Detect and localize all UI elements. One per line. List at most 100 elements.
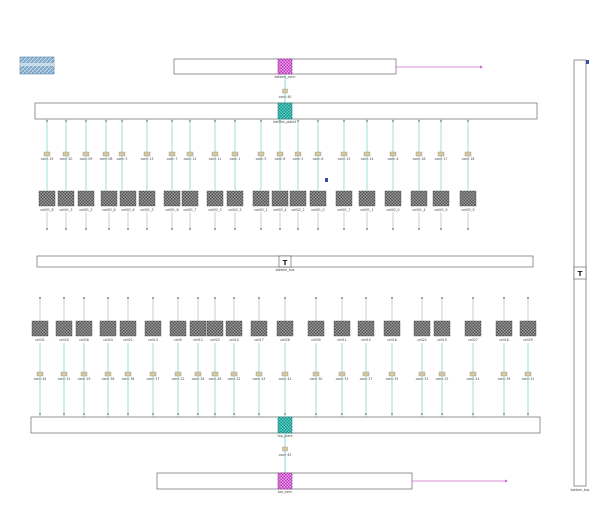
lower-connector[interactable]: conn 44 bbox=[34, 343, 47, 417]
lower-connector[interactable]: conn 29 bbox=[78, 343, 91, 417]
upper-cell[interactable]: cell02_4 bbox=[271, 190, 289, 230]
upper-connector[interactable]: conn 16 bbox=[413, 119, 426, 190]
upper-cell[interactable]: cell02_9 bbox=[459, 190, 477, 230]
upper-cell[interactable]: cell01_9 bbox=[432, 190, 450, 230]
bus-upper[interactable]: bottom_plate1 bbox=[34, 102, 538, 124]
upper-connector[interactable]: conn 09 bbox=[80, 119, 93, 190]
upper-cell[interactable]: cell02_1 bbox=[252, 190, 270, 230]
upper-cell[interactable]: cell01_4 bbox=[410, 190, 428, 230]
upper-cell[interactable]: cell02_0 bbox=[384, 190, 402, 230]
upper-connector[interactable]: conn 11 bbox=[209, 119, 222, 190]
bus-lower[interactable]: top_plate bbox=[30, 416, 541, 438]
lower-connector[interactable]: conn 39 bbox=[498, 343, 511, 417]
upper-connector[interactable]: conn 6 bbox=[313, 119, 324, 190]
upper-cell[interactable]: cell02_5 bbox=[226, 190, 244, 230]
upper-connector[interactable]: conn 17 bbox=[435, 119, 448, 190]
lower-cell[interactable]: cell31 bbox=[31, 297, 49, 342]
bus-right-label: bottom_bus bbox=[571, 488, 590, 492]
upper-cell[interactable]: cell02_6 bbox=[119, 190, 137, 230]
lower-cell[interactable]: cell19 bbox=[433, 297, 451, 342]
lower-cell-label: cell9 bbox=[174, 338, 182, 342]
upper-cell[interactable]: cell01_3 bbox=[138, 190, 156, 230]
lower-cell[interactable]: cell26 bbox=[75, 297, 93, 342]
lower-cell[interactable]: cell12 bbox=[189, 297, 207, 342]
upper-cell[interactable]: cell01_1 bbox=[358, 190, 376, 230]
lower-connector[interactable]: conn 37 bbox=[147, 343, 160, 417]
lower-connector[interactable]: conn 32 bbox=[228, 343, 241, 417]
bus-right[interactable]: T bottom_bus bbox=[571, 59, 590, 492]
upper-cell[interactable]: cell02_3 bbox=[206, 190, 224, 230]
lower-cell[interactable]: cell28 bbox=[276, 297, 294, 342]
lower-connector[interactable]: conn 31 bbox=[58, 343, 71, 417]
lower-cell[interactable]: cell24 bbox=[99, 297, 117, 342]
upper-cell[interactable]: cell02_8 bbox=[100, 190, 118, 230]
upper-connector[interactable]: conn 20 bbox=[60, 119, 73, 190]
upper-cell[interactable]: cell01_5 bbox=[57, 190, 75, 230]
upper-cell[interactable]: cell01_0 bbox=[309, 190, 327, 230]
lower-cell[interactable]: cell13 bbox=[144, 297, 162, 342]
upper-connector[interactable]: conn 4 bbox=[388, 119, 399, 190]
lower-cell[interactable]: cell29 bbox=[519, 297, 537, 342]
upper-cell[interactable]: cell01_8 bbox=[38, 190, 56, 230]
lower-cell-label: cell15 bbox=[361, 338, 371, 342]
lower-connector[interactable]: conn 30 bbox=[310, 343, 323, 417]
upper-connector[interactable]: conn 8 bbox=[275, 119, 286, 190]
upper-connector[interactable]: conn 12 bbox=[184, 119, 197, 190]
bus-middle[interactable]: T bottom_bus bbox=[36, 255, 534, 272]
lower-connector[interactable]: conn 35 bbox=[386, 343, 399, 417]
upper-connector[interactable]: conn 14 bbox=[361, 119, 374, 190]
upper-cell[interactable]: cell01_7 bbox=[335, 190, 353, 230]
lower-cell[interactable]: cell20 bbox=[55, 297, 73, 342]
lower-cell[interactable]: cell16 bbox=[383, 297, 401, 342]
lower-cell[interactable]: cell27 bbox=[464, 297, 482, 342]
upper-connector[interactable]: conn 1 bbox=[230, 119, 241, 190]
lower-connector[interactable]: conn 33 bbox=[336, 343, 349, 417]
upper-connector-label: conn 6 bbox=[313, 157, 324, 161]
upper-cell-label: cell01_6 bbox=[165, 208, 178, 212]
lower-connector[interactable]: conn 26 bbox=[209, 343, 222, 417]
upper-connector[interactable]: conn 19 bbox=[41, 119, 54, 190]
bus-bottom[interactable]: top_conn bbox=[156, 472, 508, 494]
lower-connector-label: conn 44 bbox=[34, 377, 47, 381]
lower-connector[interactable]: conn 28 bbox=[192, 343, 205, 417]
lower-connector-label: conn 22 bbox=[172, 377, 185, 381]
lower-connector[interactable]: conn 43 bbox=[253, 343, 266, 417]
lower-cell-label: cell24 bbox=[103, 338, 113, 342]
lower-cell[interactable]: cell30 bbox=[307, 297, 325, 342]
lower-connector[interactable]: conn 42 bbox=[279, 343, 292, 417]
upper-cell[interactable]: cell02_2 bbox=[289, 190, 307, 230]
lower-cell[interactable]: cell10 bbox=[225, 297, 243, 342]
upper-cell[interactable]: cell01_7 bbox=[181, 190, 199, 230]
lower-connector[interactable]: conn 38 bbox=[122, 343, 135, 417]
upper-connector[interactable]: conn 08 bbox=[100, 119, 113, 190]
lower-cell[interactable]: cell18 bbox=[495, 297, 513, 342]
upper-cell[interactable]: cell01_6 bbox=[163, 190, 181, 230]
bus-top[interactable]: bottom_conn bbox=[173, 58, 483, 79]
lower-cell[interactable]: cell17 bbox=[250, 297, 268, 342]
lower-connector-label: conn 38 bbox=[122, 377, 135, 381]
lower-cell[interactable]: cell22 bbox=[413, 297, 431, 342]
upper-connector[interactable]: conn 5 bbox=[256, 119, 267, 190]
lower-connector[interactable]: conn 36 bbox=[102, 343, 115, 417]
lower-cell[interactable]: cell11 bbox=[333, 297, 351, 342]
upper-connector-label: conn 13 bbox=[141, 157, 154, 161]
lower-cell[interactable]: cell21 bbox=[119, 297, 137, 342]
lower-cell[interactable]: cell25 bbox=[206, 297, 224, 342]
upper-connector[interactable]: conn 13 bbox=[141, 119, 154, 190]
upper-connector[interactable]: conn 2 bbox=[293, 119, 304, 190]
upper-connector[interactable]: conn 18 bbox=[462, 119, 475, 190]
upper-connector-label: conn 8 bbox=[275, 157, 286, 161]
upper-cell[interactable]: cell01_2 bbox=[77, 190, 95, 230]
lower-cell[interactable]: cell15 bbox=[357, 297, 375, 342]
lower-connector[interactable]: conn 23 bbox=[416, 343, 429, 417]
upper-cell-label: cell02_2 bbox=[291, 208, 304, 212]
upper-connector[interactable]: conn 15 bbox=[338, 119, 351, 190]
lower-connector[interactable]: conn 22 bbox=[172, 343, 185, 417]
upper-connector[interactable]: conn 3 bbox=[117, 119, 128, 190]
lower-connector[interactable]: conn 25 bbox=[436, 343, 449, 417]
lower-connector[interactable]: conn 24 bbox=[467, 343, 480, 417]
upper-connector[interactable]: conn 7 bbox=[167, 119, 178, 190]
lower-connector[interactable]: conn 27 bbox=[360, 343, 373, 417]
lower-connector[interactable]: conn 41 bbox=[522, 343, 535, 417]
lower-cell[interactable]: cell9 bbox=[169, 297, 187, 342]
